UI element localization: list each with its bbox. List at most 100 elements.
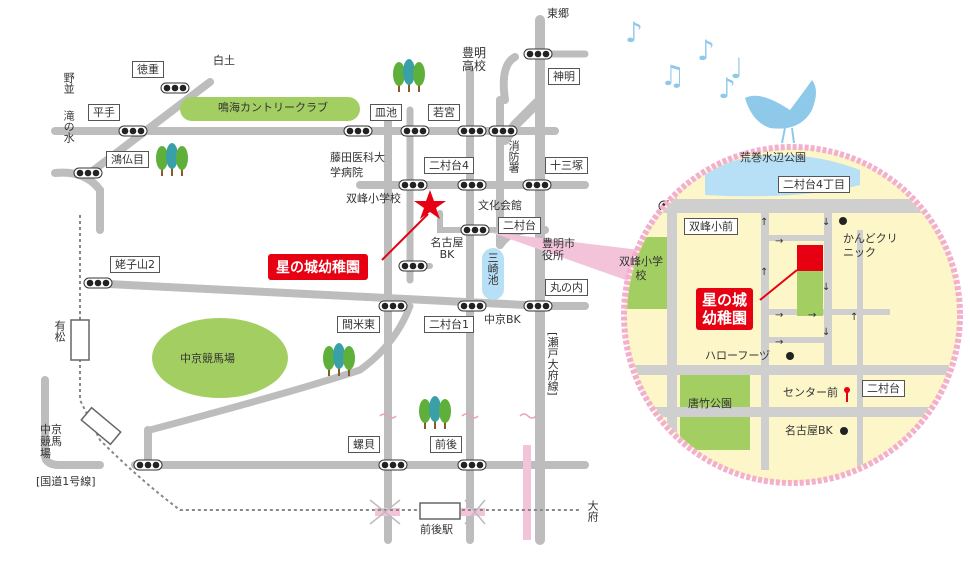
inset-label-soumine-mae: 双峰小前 [684, 218, 738, 235]
inset-callout [490, 232, 640, 285]
road [146, 302, 414, 434]
inset-label-arimaki-park: 荒巻水辺公園 [740, 151, 806, 164]
zengo-station-box [419, 502, 461, 520]
tree-icon [419, 396, 451, 429]
traffic-signal-icon [118, 125, 148, 137]
traffic-signal-icon [523, 300, 553, 312]
inset-label-karatake-park: 唐竹公園 [688, 397, 732, 410]
hello-foods-marker [786, 352, 794, 360]
label-misakiike: 三崎池 [486, 252, 500, 285]
break-mark [379, 413, 397, 419]
inset-destination-line2: 幼稚園 [702, 309, 748, 327]
inset-destination-label: 星の城 幼稚園 [696, 288, 754, 330]
music-notes-icon: ♪♫ ♪♪♩ [625, 16, 743, 105]
trees [156, 59, 451, 429]
svg-text:↓: ↓ [822, 327, 830, 338]
inset-label-hello-foods: ハローフーヅ [705, 349, 771, 362]
label-bunka-kaikan: 文化会館 [478, 199, 522, 212]
leader-line [381, 213, 429, 261]
traffic-signal-icon [522, 179, 552, 191]
destination-star-icon [414, 190, 446, 219]
road [500, 15, 545, 145]
break-marks [369, 413, 537, 525]
svg-text:↓: ↓ [822, 282, 830, 293]
label-obu: 大府 [586, 500, 600, 522]
traffic-signal-icon [398, 260, 428, 272]
label-seto-ofu-line: [瀬戸大府線] [546, 332, 560, 396]
label-juusanzuka: 十三塚 [545, 157, 588, 174]
label-koukoume: 鴻仏目 [106, 151, 149, 168]
bus-stop-icon [844, 387, 850, 402]
label-arimatsu: 有松 [53, 320, 67, 342]
break-mark [519, 413, 537, 419]
inset-destination-building [797, 245, 823, 271]
label-fujita-hospital: 藤田医科大学病院 [330, 151, 385, 179]
traffic-signal-icon [457, 179, 487, 191]
traffic-signal-icon [73, 167, 103, 179]
traffic-signal-icon [488, 125, 518, 137]
tree-icon [323, 343, 355, 376]
traffic-signal-icon [83, 277, 113, 289]
leader-line [759, 269, 798, 301]
label-chukyo-racecourse: 中京競馬場 [180, 352, 235, 365]
svg-text:→: → [775, 337, 783, 348]
label-nonami: 野並 [62, 72, 76, 94]
inset-label-nagoya-bk: 名古屋BK [785, 424, 833, 437]
inset-label-kando-clinic: かんどクリニック [843, 232, 898, 259]
label-tougou: 東郷 [547, 7, 569, 20]
label-takinomizu: 滝の水 [62, 110, 76, 143]
label-nimuradai1: 二村台1 [424, 316, 474, 333]
svg-text:♩: ♩ [730, 52, 743, 85]
seto-ofu-line-text: 瀬戸大府線 [546, 336, 560, 392]
inset-label-nimuradai: 二村台 [862, 380, 905, 397]
traffic-signal-icon [398, 179, 428, 191]
railway [79, 215, 580, 511]
park-narumi-cc [180, 97, 360, 121]
bird-icon [745, 80, 816, 144]
traffic-signal-icon [378, 459, 408, 471]
svg-text:♪: ♪ [718, 72, 736, 105]
traffic-signal-icon [457, 300, 487, 312]
svg-text:♪: ♪ [625, 16, 643, 49]
road [41, 376, 104, 469]
railways [70, 215, 580, 520]
label-zengo-station: 前後駅 [420, 523, 453, 536]
tree-icon [156, 143, 188, 176]
traffic-signal-icon [378, 300, 408, 312]
svg-text:↑: ↑ [850, 312, 858, 323]
label-mayone-higashi: 間米東 [337, 316, 380, 333]
svg-text:↓: ↓ [822, 217, 830, 228]
svg-text:♪: ♪ [697, 34, 715, 67]
svg-text:→: → [808, 310, 816, 321]
national-route1-text: 国道1号線 [40, 475, 92, 488]
destination-label: 星の城幼稚園 [268, 254, 368, 280]
road [51, 168, 104, 234]
svg-text:↑: ↑ [760, 267, 768, 278]
water-misakiike [482, 248, 504, 300]
label-chukyo-bk: 中京BK [484, 313, 521, 326]
label-houmei-hs: 豊明高校 [462, 46, 487, 74]
svg-text:→: → [775, 236, 783, 247]
traffic-signal-icon [523, 48, 553, 60]
label-marunouchi: 丸の内 [545, 279, 588, 296]
arimatsu-station [70, 319, 90, 361]
inset-destination-line1: 星の城 [702, 291, 748, 309]
label-horagai: 螺貝 [348, 436, 380, 453]
label-narumi-cc: 鳴海カントリークラブ [218, 101, 328, 114]
label-toyoake-cityhall: 豊明市役所 [542, 237, 575, 263]
traffic-signal-icon [457, 459, 487, 471]
inset-building [797, 271, 823, 316]
label-national-route1: [国道1号線] [36, 475, 96, 488]
traffic-signal-icon [343, 125, 373, 137]
traffic-signal-icon [400, 125, 430, 137]
inset-label-nimuradai4chome: 二村台4丁目 [778, 176, 850, 193]
road [499, 53, 519, 104]
label-sarauke: 皿池 [370, 104, 402, 121]
label-wakamiya: 若宮 [428, 104, 460, 121]
break-mark [464, 499, 486, 525]
svg-text:♫: ♫ [660, 59, 685, 92]
label-anegoyama2: 姥子山2 [110, 256, 160, 273]
chukyo-keibajo-station [80, 406, 122, 446]
